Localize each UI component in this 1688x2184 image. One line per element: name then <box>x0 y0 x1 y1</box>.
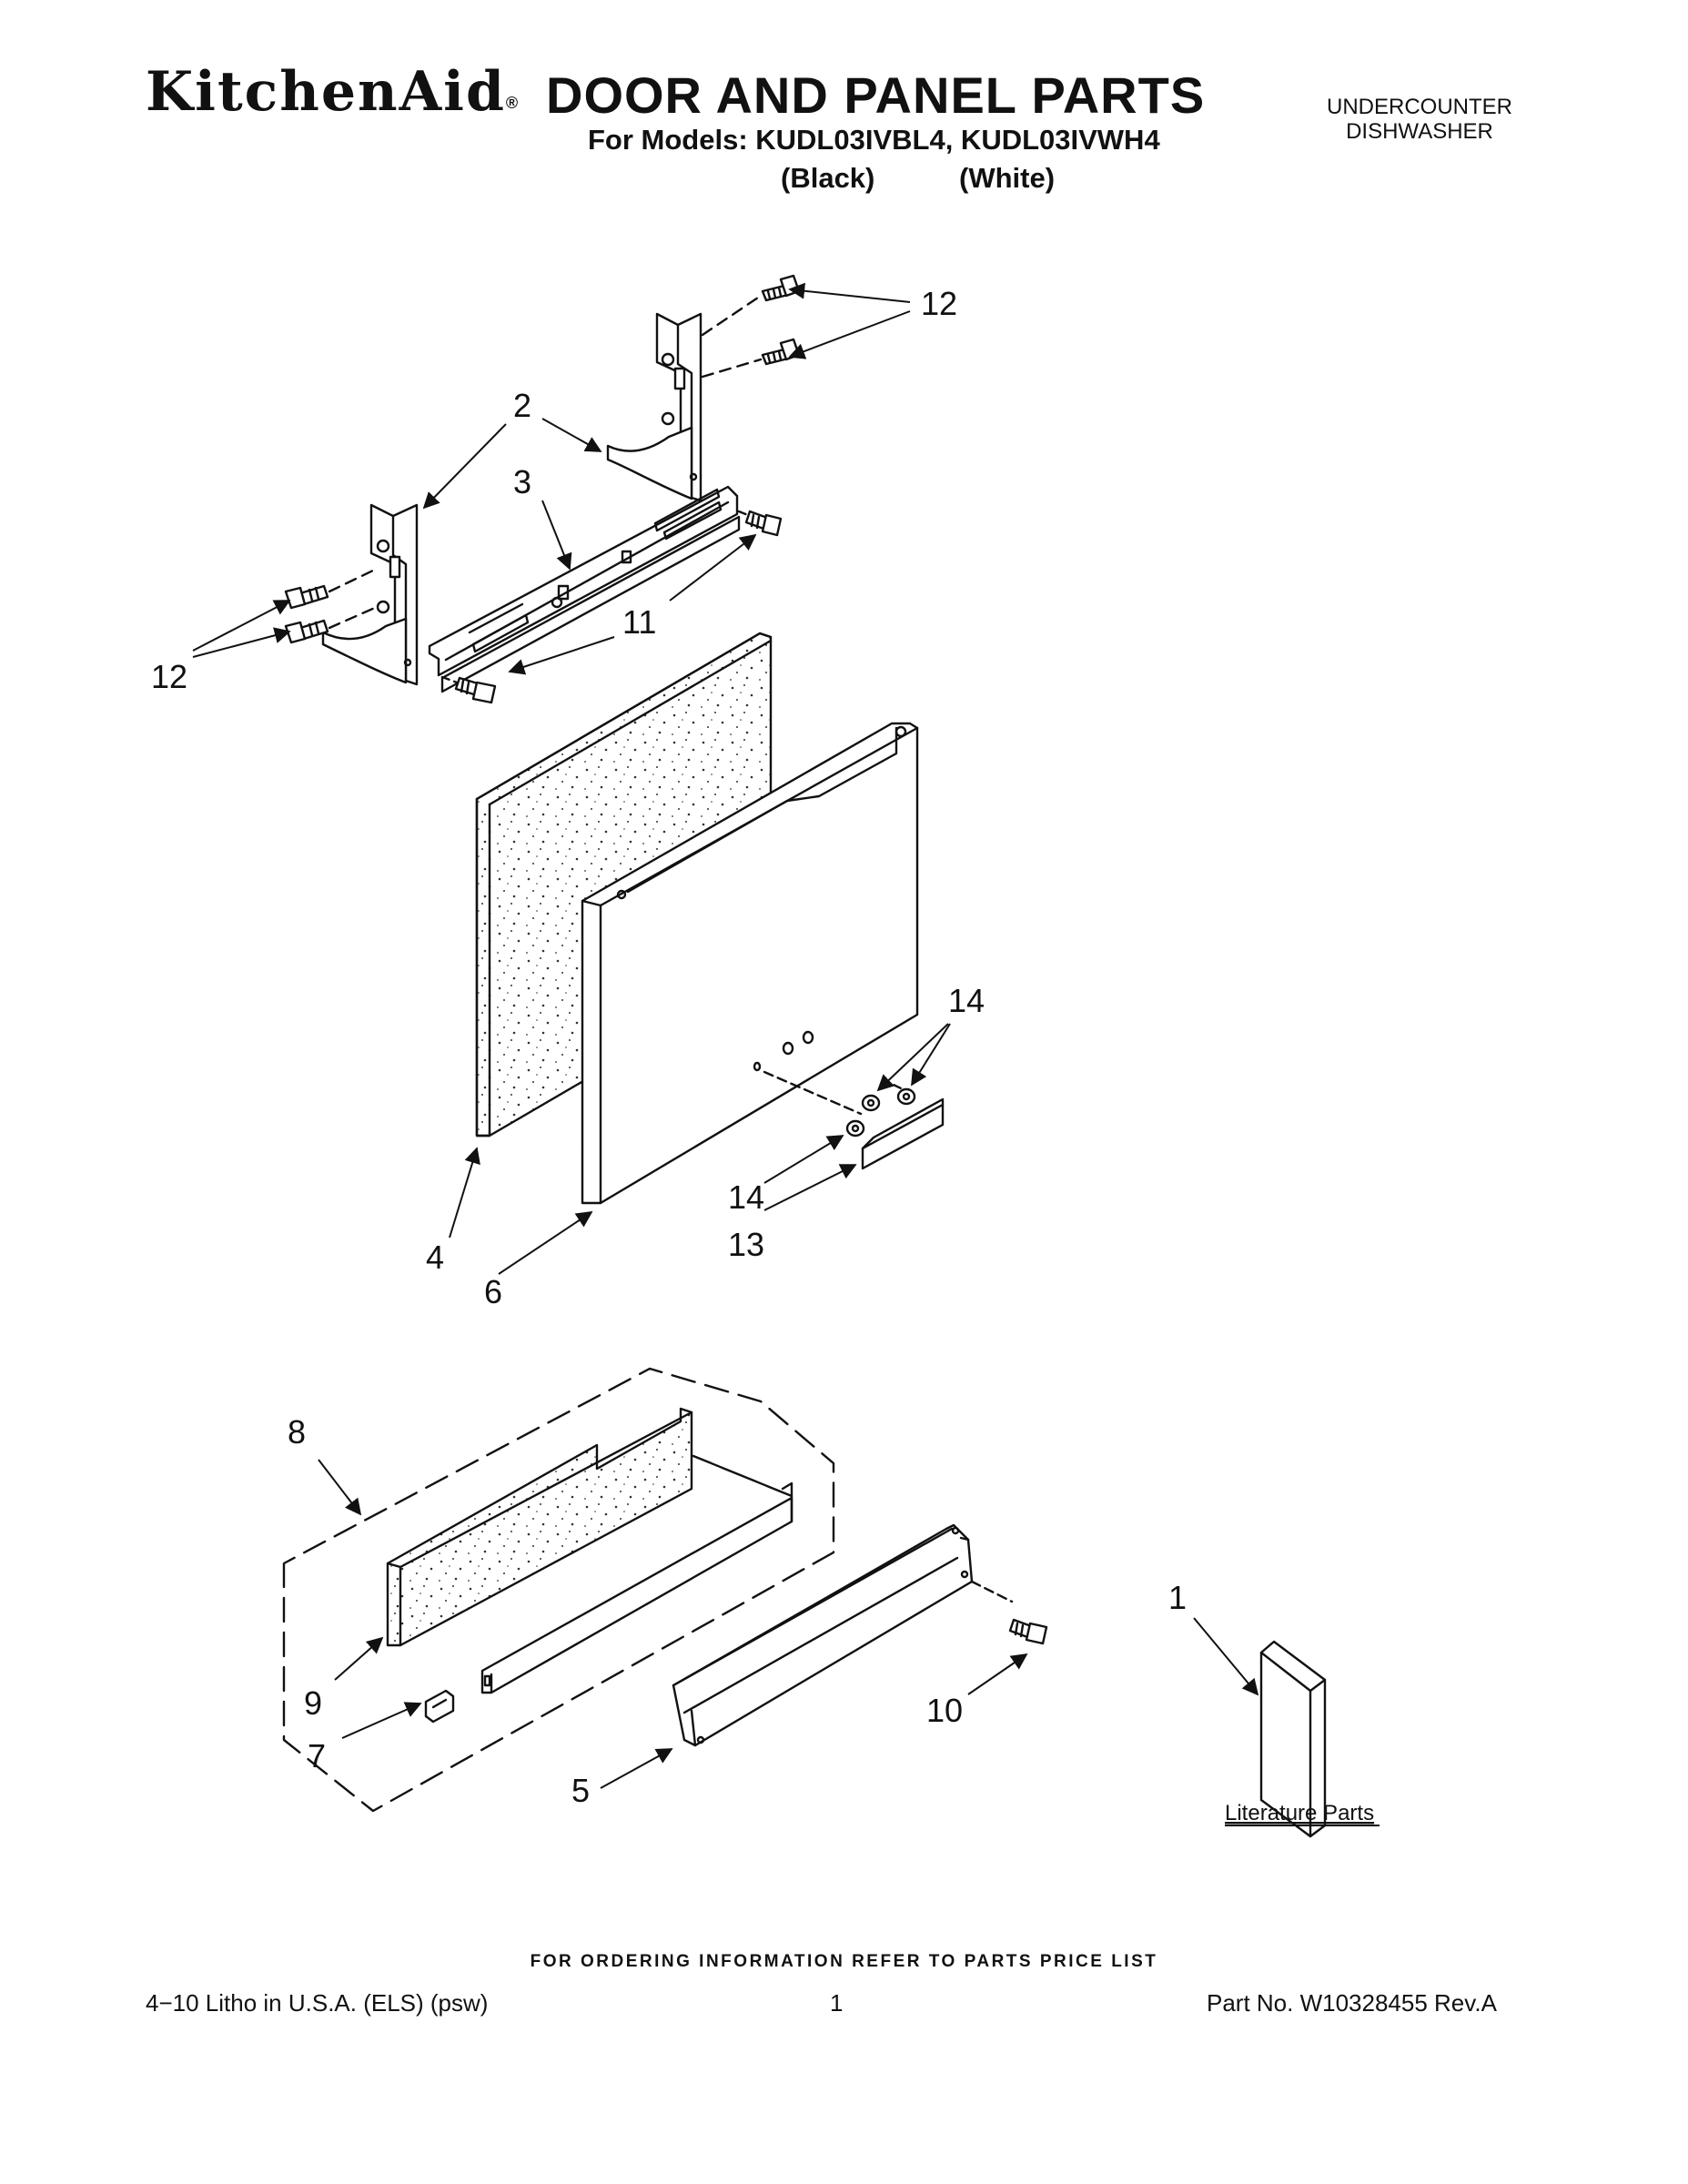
callout-2: 2 <box>513 387 531 424</box>
hinge-bracket-left <box>321 503 419 686</box>
models-line: For Models: KUDL03IVBL4, KUDL03IVWH4 <box>588 124 1160 156</box>
screw-12-left-a <box>284 584 329 610</box>
nut-14-c <box>845 1119 865 1138</box>
support-strip <box>480 1454 793 1694</box>
variant-white-label: (White) <box>959 162 1056 194</box>
nut-14-a <box>861 1094 881 1112</box>
clip-7 <box>424 1689 455 1724</box>
nut-14-b <box>896 1087 916 1106</box>
screw-11-right <box>744 510 783 537</box>
ordering-note: FOR ORDERING INFORMATION REFER TO PARTS … <box>530 1952 1158 1971</box>
callout-12-top: 12 <box>921 285 957 322</box>
hinge-bracket-right <box>606 312 702 502</box>
product-type: UNDERCOUNTER DISHWASHER <box>1310 95 1529 144</box>
callout-9: 9 <box>304 1684 322 1722</box>
callout-8: 8 <box>288 1413 306 1451</box>
product-type-line2: DISHWASHER <box>1346 119 1493 144</box>
screw-12-top-a <box>761 274 801 302</box>
callout-13: 13 <box>728 1226 764 1263</box>
callout-7: 7 <box>308 1737 326 1774</box>
part-number: Part No. W10328455 Rev.A <box>1207 1989 1497 2017</box>
product-type-line1: UNDERCOUNTER <box>1327 95 1512 119</box>
leader-lines <box>192 282 1259 1789</box>
toe-insulation-9 <box>386 1407 693 1647</box>
callout-14-bottom: 14 <box>728 1178 764 1216</box>
trim-bracket-13 <box>861 1097 945 1170</box>
door-rail-bracket <box>428 485 741 693</box>
page-title: DOOR AND PANEL PARTS <box>546 66 1206 124</box>
page-number: 1 <box>830 1989 844 2017</box>
callout-3: 3 <box>513 463 531 500</box>
callout-12-left: 12 <box>151 658 187 695</box>
callout-6: 6 <box>484 1273 502 1310</box>
screw-12-top-b <box>761 338 801 366</box>
brand-logo: KitchenAid® <box>146 60 521 124</box>
litho-note: 4−10 Litho in U.S.A. (ELS) (psw) <box>146 1989 489 2017</box>
variant-black-label: (Black) <box>781 162 875 194</box>
callout-10: 10 <box>926 1692 963 1729</box>
toe-panel-5 <box>672 1523 1014 1747</box>
callout-5: 5 <box>571 1772 590 1809</box>
screw-11-left <box>454 676 497 704</box>
literature-parts-label: Literature Parts <box>1225 1801 1374 1825</box>
screw-12-left-b <box>284 619 329 644</box>
callout-1: 1 <box>1168 1579 1187 1616</box>
callout-14-top: 14 <box>948 982 985 1019</box>
callout-11: 11 <box>622 603 656 641</box>
screw-10 <box>1008 1618 1048 1645</box>
callout-4: 4 <box>426 1239 444 1276</box>
kit-8-dashed-outline <box>282 1367 835 1813</box>
